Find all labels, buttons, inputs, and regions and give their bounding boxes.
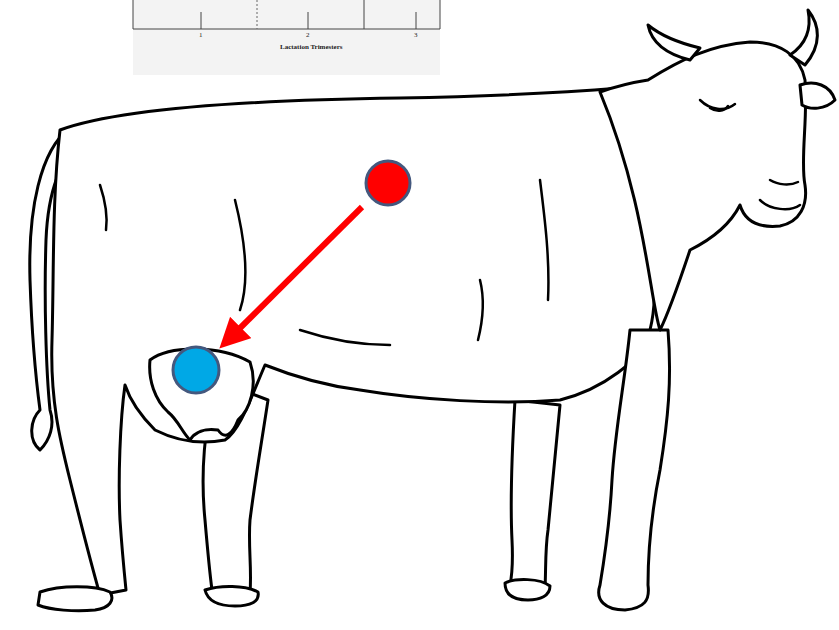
chart-fragment xyxy=(133,0,440,75)
red-dot xyxy=(366,161,410,205)
blue-dot xyxy=(173,347,219,393)
axis-tick-label: 3 xyxy=(414,32,418,39)
red-arrow xyxy=(230,207,362,338)
axis-tick-label: 2 xyxy=(306,32,310,39)
cow-outline xyxy=(30,10,835,611)
cow-details xyxy=(100,100,800,345)
axis-tick-label: 1 xyxy=(199,32,203,39)
axis-title: Lactation Trimesters xyxy=(280,44,343,51)
